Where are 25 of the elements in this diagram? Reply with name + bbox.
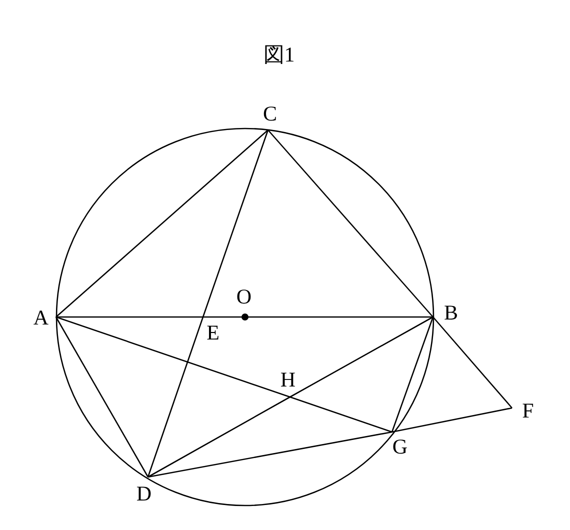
point-label: E	[206, 322, 220, 344]
figure-title: 図1	[263, 44, 295, 66]
line-segment	[268, 130, 434, 318]
line-segment	[392, 407, 512, 433]
line-segment	[56, 130, 268, 318]
point-label: F	[522, 400, 534, 422]
line-segment	[290, 316, 434, 398]
point-label: B	[444, 302, 458, 324]
line-segment	[56, 316, 290, 398]
line-segment	[432, 316, 512, 408]
point-label: C	[263, 104, 277, 124]
point-label: O	[236, 286, 252, 308]
point-label: D	[136, 484, 152, 504]
point-label: G	[392, 436, 408, 458]
line-segment	[147, 316, 204, 478]
line-segment	[202, 130, 269, 318]
line-segment	[148, 431, 392, 478]
point-label: H	[280, 370, 296, 390]
line-segment	[391, 316, 434, 432]
point-label: A	[33, 308, 49, 328]
line-segment	[290, 396, 392, 433]
line-segment	[55, 316, 149, 478]
line-segment	[148, 396, 290, 478]
line-segment	[56, 316, 203, 318]
line-segment	[203, 316, 433, 318]
